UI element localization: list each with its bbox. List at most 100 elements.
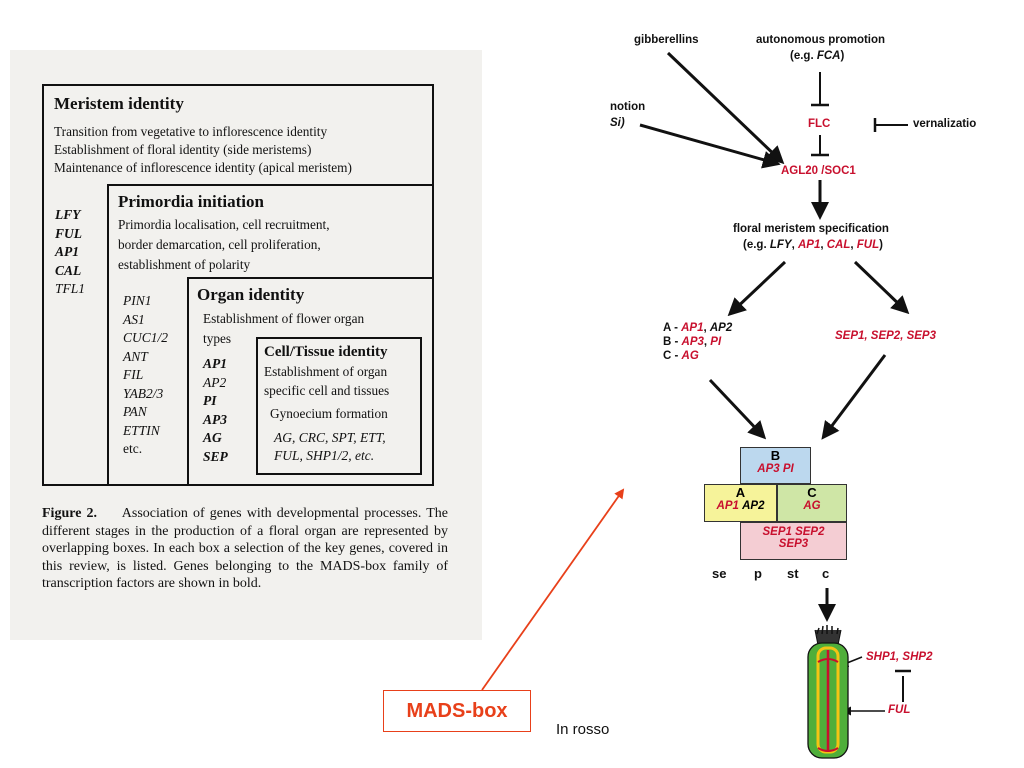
label-shp: SHP1, SHP2 <box>866 651 933 663</box>
figure-caption: Figure 2. Association of genes with deve… <box>42 505 448 593</box>
arrow-sep-to-model <box>821 354 887 440</box>
pistil-illustration <box>807 625 849 759</box>
mads-box-label: MADS-box <box>406 699 508 722</box>
eg-prefix: (e.g. <box>790 50 817 62</box>
gene-ettin: ETTIN <box>123 422 160 438</box>
label-flc: FLC <box>808 118 831 130</box>
label-c-genes: C - AG <box>663 350 699 362</box>
cell-line-2: specific cell and tissues <box>264 383 390 398</box>
gene-ap2-organ: AP2 <box>203 374 227 390</box>
a-label: A <box>735 485 746 500</box>
label-autonomous: autonomous promotion <box>756 34 886 46</box>
meristem-line-1: Transition from vegetative to infloresce… <box>54 124 328 139</box>
gene-yab: YAB2/3 <box>123 385 164 401</box>
primordia-gene-list: PIN1 AS1 CUC1/2 ANT FIL YAB2/3 PAN ETTIN… <box>123 292 168 459</box>
whorl-st: st <box>787 566 799 581</box>
a-ap1: AP1 <box>716 500 739 512</box>
cell-tissue-identity-box: Cell/Tissue identity Establishment of or… <box>256 337 422 475</box>
c-prefix: C - <box>663 350 682 362</box>
arrow-abc-to-model <box>708 378 767 440</box>
arrow-spec-to-sep <box>853 260 910 315</box>
meristem-line-3: Maintenance of inflorescence identity (a… <box>54 160 352 175</box>
label-b-genes: B - AP3, PI <box>663 336 721 348</box>
label-photoperiod-1: notion <box>610 101 646 113</box>
caption-text: Association of genes with developmental … <box>42 506 448 591</box>
cell-genes-2: FUL, SHP1/2, etc. <box>274 448 375 463</box>
a-prefix: A - <box>663 322 682 334</box>
arrow-spec-to-abc <box>727 260 787 317</box>
callout-arrow <box>481 488 625 691</box>
gene-ap1-a: AP1 <box>681 322 704 334</box>
gene-fil: FIL <box>123 367 144 382</box>
gene-ag-organ: AG <box>203 430 222 445</box>
arrow-photoperiod <box>639 123 781 169</box>
mads-box-callout: MADS-box <box>383 690 531 732</box>
gene-pi-organ: PI <box>203 393 217 408</box>
figure-panel <box>10 50 482 640</box>
gene-lfy-spec: LFY <box>769 239 792 251</box>
primordia-line-2: border demarcation, cell proliferation, <box>118 237 321 252</box>
gene-cuc: CUC1/2 <box>123 330 169 345</box>
primordia-title: Primordia initiation <box>118 192 264 211</box>
label-a-genes: A - AP1, AP2 <box>663 322 732 334</box>
gene-ful: FUL <box>55 225 82 241</box>
gene-ap3-organ: AP3 <box>203 411 228 427</box>
gene-ap1-spec: AP1 <box>797 239 821 251</box>
cell-title: Cell/Tissue identity <box>264 344 388 360</box>
c-gene: AG <box>803 500 821 512</box>
label-floral-spec: floral meristem specification <box>733 223 889 235</box>
a-sep: , <box>703 322 710 334</box>
gene-ap2-a: AP2 <box>709 322 733 334</box>
spec-eg-close: ) <box>879 239 883 251</box>
meristem-gene-list: LFY FUL AP1 CAL TFL1 <box>55 206 85 299</box>
a-function-box: A AP1 AP2 <box>704 484 777 522</box>
sep-line-1: SEP1 SEP2 <box>762 526 825 538</box>
c-function-box: C AG <box>777 484 847 522</box>
organ-line-2: types <box>203 331 232 346</box>
primordia-line-3: establishment of polarity <box>118 257 251 272</box>
gene-pin1: PIN1 <box>123 293 152 308</box>
sep-line-2: SEP3 <box>778 538 809 550</box>
gene-sep-organ: SEP <box>203 448 228 464</box>
cell-line-1: Establishment of organ <box>264 364 388 379</box>
gene-pan: PAN <box>123 404 147 419</box>
gene-lfy: LFY <box>55 207 81 222</box>
arrow-gibberellins <box>666 51 785 165</box>
organ-gene-list: AP1 AP2 PI AP3 AG SEP <box>203 355 228 466</box>
whorl-p: p <box>754 566 762 581</box>
gynoecium-formation: Gynoecium formation <box>270 406 388 421</box>
label-sep-list: SEP1, SEP2, SEP3 <box>835 330 937 342</box>
gene-ap1-organ: AP1 <box>203 356 228 371</box>
label-gibberellins: gibberellins <box>634 34 699 46</box>
b-sep: , <box>703 336 711 348</box>
meristem-title: Meristem identity <box>54 94 184 113</box>
label-floral-spec-eg: (e.g. LFY, AP1, CAL, FUL) <box>743 239 883 251</box>
gene-etc: etc. <box>123 441 143 456</box>
gene-pi-b: PI <box>710 336 722 348</box>
gene-ag-c: AG <box>681 350 699 362</box>
gene-cal: CAL <box>55 262 82 278</box>
organ-title: Organ identity <box>197 285 305 304</box>
gene-cal-spec: CAL <box>826 239 851 251</box>
label-photoperiod-2: Si) <box>610 117 625 129</box>
c-label: C <box>807 485 817 500</box>
primordia-line-1: Primordia localisation, cell recruitment… <box>118 217 330 232</box>
spec-eg-prefix: (e.g. <box>743 239 770 251</box>
gene-ap3-b: AP3 <box>681 336 704 348</box>
cell-genes-1: AG, CRC, SPT, ETT, <box>274 430 386 445</box>
label-autonomous-eg: (e.g. FCA) <box>790 50 844 62</box>
gene-as1: AS1 <box>123 311 145 327</box>
gene-tfl1: TFL1 <box>55 281 86 296</box>
gene-fca: FCA <box>816 50 841 62</box>
whorl-c: c <box>822 566 830 581</box>
sep-function-box: SEP1 SEP2 SEP3 <box>740 522 847 560</box>
eg-close: ) <box>840 50 845 62</box>
a-ap2: AP2 <box>742 500 765 512</box>
meristem-identity-box: Meristem identity Transition from vegeta… <box>42 84 434 486</box>
organ-line-1: Establishment of flower organ <box>203 311 365 326</box>
in-rosso-note: In rosso <box>556 721 610 738</box>
label-agl20-soc1: AGL20 /SOC1 <box>781 165 856 177</box>
label-ful: FUL <box>888 704 911 716</box>
b-genes: AP3 PI <box>757 463 794 475</box>
gene-ap1: AP1 <box>55 244 80 259</box>
